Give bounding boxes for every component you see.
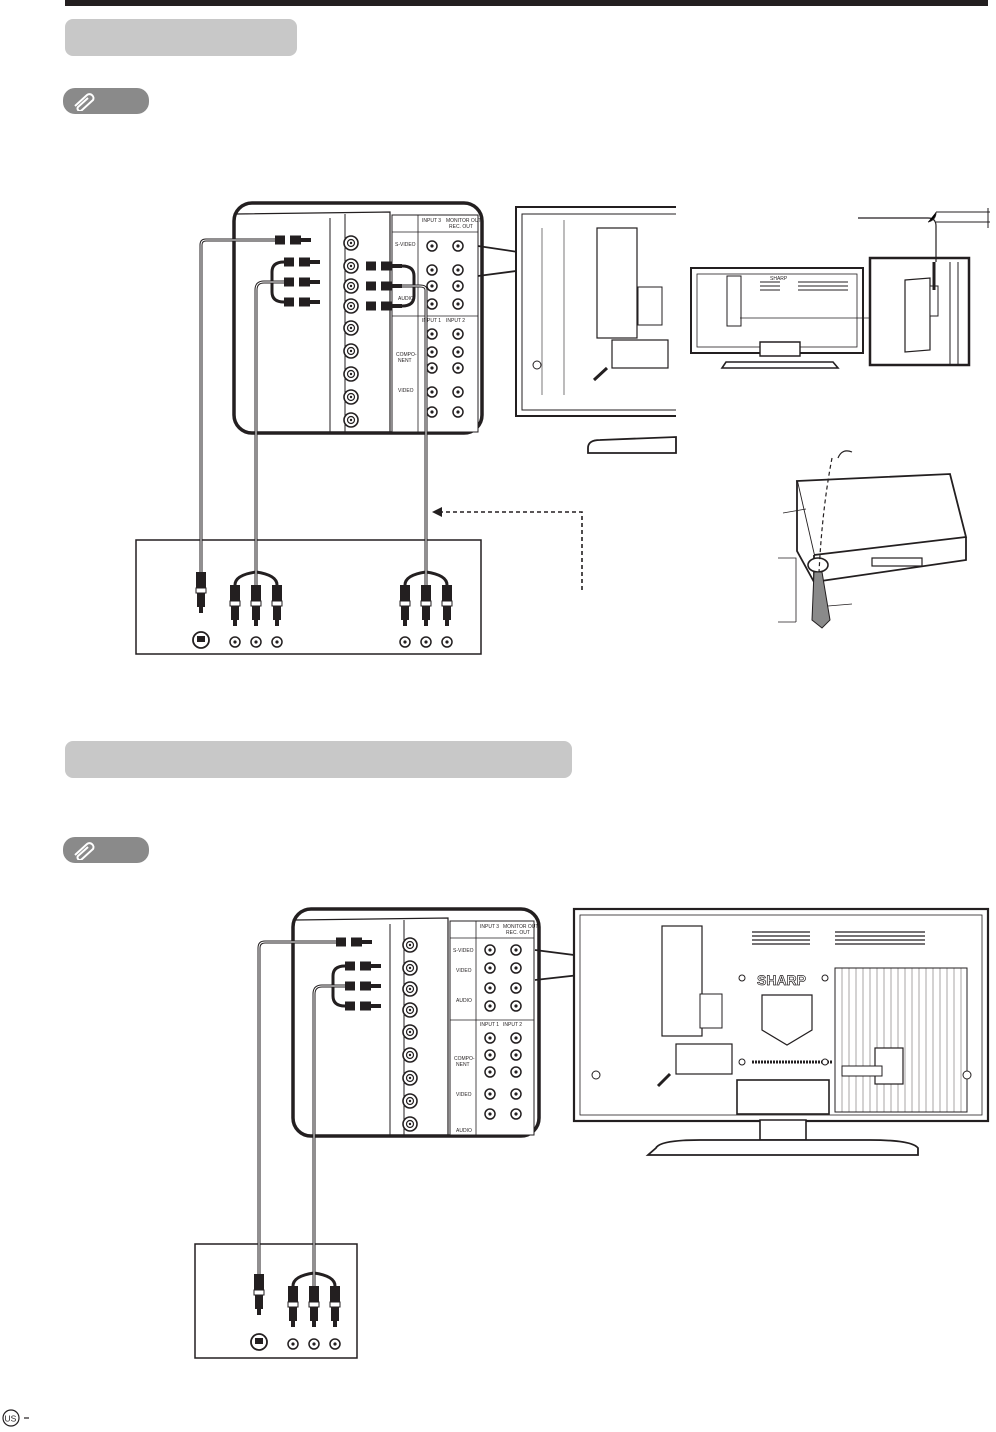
note-badge-1 bbox=[63, 88, 149, 114]
svg-text:REC. OUT: REC. OUT bbox=[506, 930, 530, 936]
svg-text:VIDEO: VIDEO bbox=[456, 968, 472, 974]
tv-rear-small: SHARP bbox=[690, 267, 870, 369]
svg-text:VIDEO: VIDEO bbox=[398, 388, 414, 394]
svg-text:SHARP: SHARP bbox=[757, 972, 806, 988]
note-badge-2 bbox=[63, 837, 149, 863]
tv-rear-full: SHARP bbox=[572, 907, 990, 1156]
svg-text:MONITOR OUT: MONITOR OUT bbox=[446, 218, 481, 224]
top-rule bbox=[65, 0, 988, 6]
svg-text:INPUT 2: INPUT 2 bbox=[446, 318, 465, 324]
svg-text:INPUT 3: INPUT 3 bbox=[480, 924, 499, 930]
svg-text:NENT: NENT bbox=[398, 358, 412, 364]
source-device-2 bbox=[194, 1243, 358, 1359]
svg-text:SHARP: SHARP bbox=[770, 276, 788, 282]
section-header-2 bbox=[65, 741, 572, 778]
svg-text:REC. OUT: REC. OUT bbox=[449, 224, 473, 230]
paperclip-icon bbox=[74, 842, 95, 860]
svg-text:AUDIO: AUDIO bbox=[456, 998, 472, 1004]
svg-text:INPUT 1: INPUT 1 bbox=[422, 318, 441, 324]
svg-text:VIDEO: VIDEO bbox=[456, 1092, 472, 1098]
external-box-illustration bbox=[778, 450, 968, 629]
svg-text:INPUT 2: INPUT 2 bbox=[503, 1022, 522, 1028]
terminal-panel-closeup-1: INPUT 3 MONITOR OUT REC. OUT S-VIDEO AUD… bbox=[232, 201, 484, 435]
svg-text:US: US bbox=[5, 1414, 17, 1424]
svg-text:COMPO-: COMPO- bbox=[454, 1056, 475, 1062]
svg-text:AUDIO: AUDIO bbox=[456, 1128, 472, 1134]
paperclip-icon bbox=[74, 93, 95, 111]
svg-text:NENT: NENT bbox=[456, 1062, 470, 1068]
svg-text:INPUT 1: INPUT 1 bbox=[480, 1022, 499, 1028]
svg-text:S-VIDEO: S-VIDEO bbox=[395, 242, 416, 248]
svg-text:AUDIO: AUDIO bbox=[398, 296, 414, 302]
svg-text:S-VIDEO: S-VIDEO bbox=[453, 948, 474, 954]
antenna-inset bbox=[858, 208, 990, 367]
svg-text:MONITOR OUT: MONITOR OUT bbox=[503, 924, 538, 930]
tv-rear-partial-1 bbox=[515, 206, 677, 454]
svg-text:INPUT 3: INPUT 3 bbox=[422, 218, 441, 224]
jack-column bbox=[343, 235, 359, 428]
svg-text:COMPO-: COMPO- bbox=[396, 352, 417, 358]
region-badge: US bbox=[2, 1409, 44, 1427]
source-device-1 bbox=[135, 539, 482, 655]
section-header-1 bbox=[65, 19, 297, 56]
terminal-panel-closeup-2: INPUT 3 MONITOR OUT REC. OUT S-VIDEO VID… bbox=[291, 907, 541, 1138]
